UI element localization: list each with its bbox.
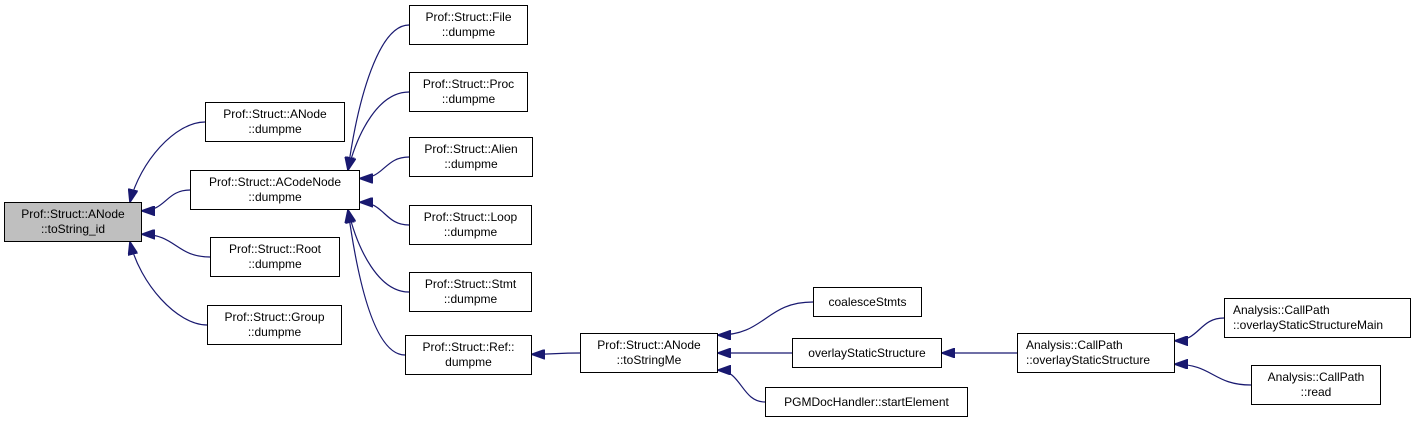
edge-acodenode-dumpme-to-toString-id: [142, 189, 191, 211]
node-label-line: Prof::Struct::Alien: [424, 142, 518, 156]
edge-proc-dumpme-to-acodenode-dumpme: [348, 91, 410, 170]
edge-callpath-read-to-callpath-overlaystaticstructure: [1175, 364, 1252, 386]
edge-callpath-overlaystaticstructuremain-to-callpath-overlaystaticstructure: [1175, 317, 1225, 341]
node-label-line: coalesceStmts: [828, 294, 907, 309]
node-callpath-overlaystaticstructuremain[interactable]: Analysis::CallPath::overlayStaticStructu…: [1224, 298, 1411, 338]
node-callpath-overlaystaticstructure[interactable]: Analysis::CallPath::overlayStaticStructu…: [1017, 333, 1175, 373]
node-label-line: Prof::Struct::Group: [224, 310, 325, 324]
node-label-line: ::dumpme: [444, 157, 498, 171]
node-label-line: Prof::Struct::Root: [228, 242, 322, 256]
edge-coalescestmts-to-anode-tostringme: [718, 301, 814, 335]
node-label-line: ::toString_id: [40, 222, 106, 236]
node-label-line: Analysis::CallPath: [1026, 338, 1123, 352]
edge-group-dumpme-to-toString-id: [130, 242, 208, 326]
edge-alien-dumpme-to-acodenode-dumpme: [360, 156, 410, 178]
node-label-line: ::dumpme: [247, 325, 302, 339]
node-anode-dumpme[interactable]: Prof::Struct::ANode::dumpme: [205, 102, 345, 142]
node-label-line: ::toStringMe: [616, 353, 682, 367]
node-label-line: Prof::Struct::ACodeNode: [208, 175, 342, 189]
node-label-line: Prof::Struct::ANode: [597, 338, 701, 352]
node-overlaystaticstructure[interactable]: overlayStaticStructure: [792, 338, 942, 368]
node-root-dumpme[interactable]: Prof::Struct::Root::dumpme: [210, 237, 340, 277]
node-label-line: ::dumpme: [248, 257, 302, 271]
edge-loop-dumpme-to-acodenode-dumpme: [360, 202, 410, 226]
node-ref-dumpme[interactable]: Prof::Struct::Ref::dumpme: [405, 335, 532, 375]
edge-file-dumpme-to-acodenode-dumpme: [348, 24, 410, 170]
node-label-line: Analysis::CallPath: [1233, 303, 1330, 317]
node-toString-id: Prof::Struct::ANode::toString_id: [4, 202, 142, 242]
node-label-line: Prof::Struct::Proc: [422, 77, 515, 91]
node-alien-dumpme[interactable]: Prof::Struct::Alien::dumpme: [409, 137, 533, 177]
node-coalescestmts[interactable]: coalesceStmts: [813, 287, 922, 317]
edge-root-dumpme-to-toString-id: [142, 234, 211, 258]
node-label-line: ::dumpme: [441, 25, 496, 39]
node-loop-dumpme[interactable]: Prof::Struct::Loop::dumpme: [409, 205, 532, 245]
node-label-line: Prof::Struct::File: [425, 10, 512, 24]
node-label-line: Prof::Struct::Ref::: [422, 340, 515, 354]
node-label-line: ::dumpme: [441, 92, 496, 106]
node-label-line: Prof::Struct::ANode: [21, 207, 125, 221]
node-label-line: ::dumpme: [443, 292, 498, 306]
node-label-line: ::dumpme: [443, 225, 498, 239]
node-label-line: Prof::Struct::Loop: [423, 210, 518, 224]
node-proc-dumpme[interactable]: Prof::Struct::Proc::dumpme: [409, 72, 528, 112]
node-label-line: PGMDocHandler::startElement: [784, 394, 949, 409]
edge-ref-dumpme-to-acodenode-dumpme: [348, 210, 406, 356]
node-label-line: Analysis::CallPath: [1267, 370, 1365, 384]
node-label-line: ::overlayStaticStructure: [1026, 353, 1151, 367]
node-acodenode-dumpme[interactable]: Prof::Struct::ACodeNode::dumpme: [190, 170, 360, 210]
node-label-line: Prof::Struct::ANode: [223, 107, 327, 121]
node-label-line: Prof::Struct::Stmt: [424, 277, 517, 291]
node-label-line: ::dumpme: [248, 122, 302, 136]
node-pgmdochandler-startelement[interactable]: PGMDocHandler::startElement: [765, 387, 968, 417]
node-label-line: ::read: [1300, 385, 1332, 399]
edge-pgmdochandler-startelement-to-anode-tostringme: [718, 370, 766, 403]
node-label-line: ::overlayStaticStructureMain: [1233, 318, 1384, 332]
node-anode-tostringme[interactable]: Prof::Struct::ANode::toStringMe: [580, 333, 718, 373]
node-stmt-dumpme[interactable]: Prof::Struct::Stmt::dumpme: [409, 272, 532, 312]
edge-anode-tostringme-to-ref-dumpme: [532, 353, 581, 354]
edge-anode-dumpme-to-toString-id: [130, 121, 206, 202]
edge-stmt-dumpme-to-acodenode-dumpme: [348, 210, 410, 293]
node-label-line: dumpme: [445, 355, 492, 369]
node-label-line: overlayStaticStructure: [808, 345, 926, 360]
node-group-dumpme[interactable]: Prof::Struct::Group::dumpme: [207, 305, 342, 345]
node-file-dumpme[interactable]: Prof::Struct::File::dumpme: [409, 5, 528, 45]
node-callpath-read[interactable]: Analysis::CallPath::read: [1251, 365, 1381, 405]
node-label-line: ::dumpme: [248, 190, 302, 204]
